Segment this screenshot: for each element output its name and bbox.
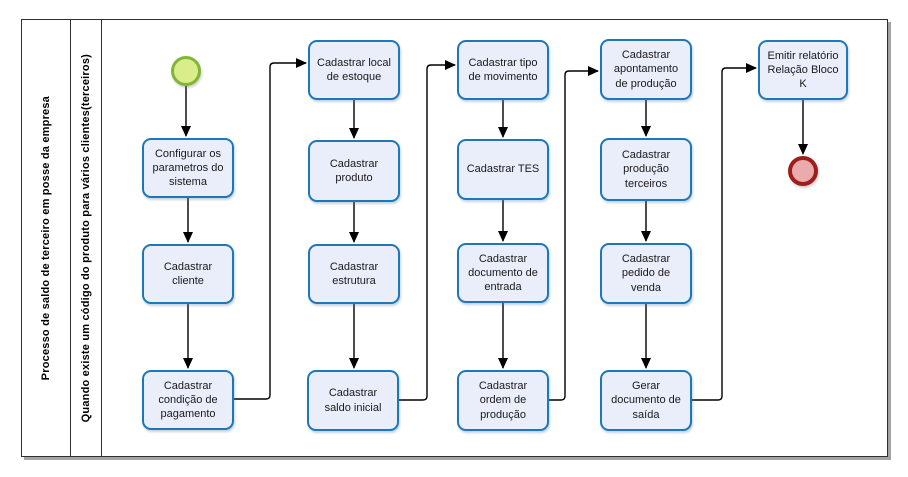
- pool-title-band: Processo de saldo de terceiro em posse d…: [21, 19, 71, 457]
- task-cadastrar-tes[interactable]: Cadastrar TES: [457, 139, 549, 200]
- task-cadastrar-estrutura[interactable]: Cadastrar estrutura: [308, 244, 400, 304]
- end-event-circle[interactable]: [788, 156, 818, 186]
- task-cadastrar-tipo-movimento[interactable]: Cadastrar tipo de movimento: [457, 40, 549, 100]
- task-configurar-parametros[interactable]: Configurar os parametros do sistema: [142, 138, 234, 198]
- lane-title-band: Quando existe um código do produto para …: [71, 19, 102, 457]
- task-cadastrar-cliente[interactable]: Cadastrar cliente: [142, 244, 234, 304]
- start-event-circle[interactable]: [171, 56, 201, 86]
- task-cadastrar-condicao-pagamento[interactable]: Cadastrar condição de pagamento: [142, 370, 234, 430]
- task-cadastrar-pedido-venda[interactable]: Cadastrar pedido de venda: [600, 243, 692, 304]
- task-cadastrar-produto[interactable]: Cadastrar produto: [308, 140, 400, 202]
- task-cadastrar-local-estoque[interactable]: Cadastrar local de estoque: [308, 40, 400, 100]
- task-emitir-relatorio-bloco-k[interactable]: Emitir relatório Relação Bloco K: [758, 40, 848, 100]
- task-cadastrar-documento-entrada[interactable]: Cadastrar documento de entrada: [457, 243, 549, 303]
- task-gerar-documento-saida[interactable]: Gerar documento de saída: [600, 370, 692, 431]
- lane-label: Quando existe um código do produto para …: [80, 53, 92, 423]
- task-cadastrar-ordem-producao[interactable]: Cadastrar ordem de produção: [457, 370, 549, 431]
- pool-label: Processo de saldo de terceiro em posse d…: [39, 95, 52, 381]
- task-cadastrar-apontamento-producao[interactable]: Cadastrar apontamento de produção: [600, 39, 692, 100]
- task-cadastrar-saldo-inicial[interactable]: Cadastrar saldo inicial: [307, 370, 399, 431]
- task-cadastrar-producao-terceiros[interactable]: Cadastrar produção terceiros: [600, 138, 692, 201]
